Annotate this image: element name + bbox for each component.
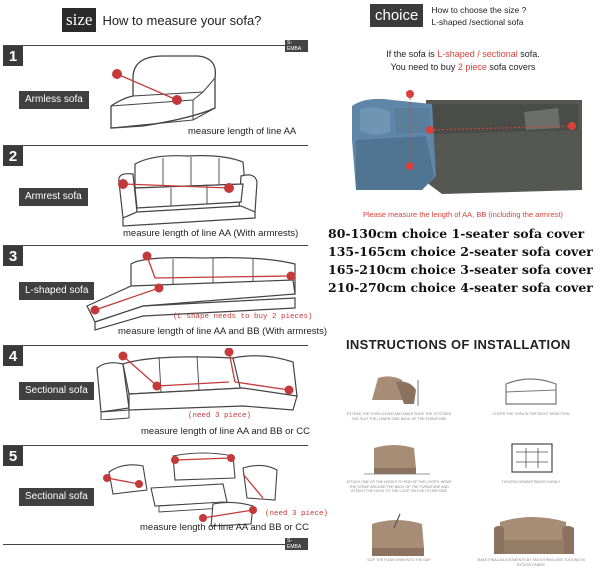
panel-armrest: 2 Armrest sofa measure length of line AA… [3,145,308,243]
size-option-3: 165-210cm choice 3-seater sofa cover [328,262,593,277]
panel-sectional-5: 5 Sectional sofa (need 3 piece) measure … [3,445,328,550]
point-b-marker [152,381,162,391]
step-text: EXTEND THE SOFA COVER AND MAKE SURE THE … [346,412,452,421]
step-text: COVER THE SOFA IN THE RIGHT DIRECTION [492,412,570,416]
panel-number: 5 [3,446,23,466]
size-option-1: 80-130cm choice 1-seater sofa cover [328,226,585,241]
point-a-marker [172,95,182,105]
sofa-type-label: Sectional sofa [19,488,94,506]
panel-note: (L shape needs to buy 2 pieces) [173,313,313,321]
panel-caption: measure length of line AA and BB or CC [141,426,310,437]
choice-line-2: L-shaped /sectional sofa [431,17,524,27]
point-a-marker [90,305,100,315]
point-c-marker [284,385,294,395]
step-text: SLIP THE FOAM SHIM INTO THE GAP [367,558,431,562]
step-illustration [494,517,574,554]
install-step-6: MAKE FINAL ADJUSTMENTS BY SMOOTHING AND … [476,508,586,574]
sofa-type-label: Armless sofa [19,91,89,109]
armless-sofa-illustration [110,55,217,129]
choice-header: choice How to choose the size ? L-shaped… [370,4,526,28]
size-option-2: 135-165cm choice 2-seater sofa cover [328,244,593,259]
choice-line-1: How to choose the size ? [431,5,527,15]
measure-instruction: Please measure the length of AA, BB (inc… [362,210,564,219]
install-step-4: TIGHTEN DRAWSTRINGS EVENLY [476,438,586,500]
panel-note: (need 3 piece) [265,510,329,518]
point-a-marker [118,351,128,361]
step-illustration [364,445,430,475]
install-step-1: EXTEND THE SOFA COVER AND MAKE SURE THE … [344,370,454,432]
point-b-marker [286,271,296,281]
step-text: MAKE FINAL ADJUSTMENTS BY SMOOTHING AND … [477,558,585,567]
choice-subtitle: How to choose the size ? L-shaped /secti… [431,4,526,28]
note-highlight: L-shaped / sectional [437,49,518,59]
sectional-sofa-illustration [96,348,298,420]
panel-caption: measure length of line AA and BB (With a… [118,326,328,337]
panel-armless: 1 S-EMBA Armless sofa measure length of … [3,40,308,143]
size-option-4: 210-270cm choice 4-seater sofa cover [328,280,593,295]
panel-sectional-4: 4 Sectional sofa (need 3 piece) measure … [3,345,310,443]
step-illustration [511,443,553,473]
point-a-marker [406,90,414,98]
panel-caption: measure length of line AA and BB or CC [140,522,309,533]
choice-guide: choice How to choose the size ? L-shaped… [326,0,600,581]
measure-guide: size How to measure your sofa? 1 S-EMBA … [3,8,328,550]
panel-l-shaped: 3 L-shaped sofa (L shape needs to buy 2 … [3,245,327,343]
panel-number: 2 [3,146,23,166]
measure-title: How to measure your sofa? [102,12,262,28]
note-highlight: 2 piece [457,62,487,72]
measure-header: size How to measure your sofa? [62,8,261,32]
point-a-marker [103,474,111,482]
step-illustration [372,376,419,406]
point-b-marker [227,454,235,462]
step-illustration [505,378,557,405]
l-shaped-sofa-photo [352,90,582,194]
l-shaped-note: If the sofa is L-shaped / sectional sofa… [326,48,600,74]
brand-tag: S-EMBA [285,538,308,550]
install-step-5: SLIP THE FOAM SHIM INTO THE GAP [344,508,454,574]
sofa-type-label: Armrest sofa [19,188,88,206]
note-text: You need to buy [390,62,458,72]
panel-number: 1 [3,46,23,66]
panel-caption: measure length of line AA (With armrests… [123,228,299,239]
point-c-marker [249,506,257,514]
install-step-2: COVER THE SOFA IN THE RIGHT DIRECTION [476,370,586,432]
panel-note: (need 3 piece) [188,412,252,420]
point-b-marker [154,283,164,293]
panel-number: 4 [3,346,23,366]
point-b-marker [171,456,179,464]
panel-caption: measure length of line AA [188,126,297,137]
step-illustration [372,513,424,556]
point-c-marker [224,348,234,357]
install-step-3: ATTACH ONE OF THE HOOKS TO END OF THE LO… [344,438,454,500]
sectional-set-illustration [103,452,278,527]
point-a-marker [224,183,234,193]
step-text: TIGHTEN DRAWSTRINGS EVENLY [501,480,561,484]
instructions-title: INSTRUCTIONS OF INSTALLATION [346,337,571,352]
brand-tag: S-EMBA [285,40,308,52]
point-b-marker [426,126,434,134]
choice-title-box: choice [370,4,424,27]
point-a-marker [142,251,152,261]
point-a-marker [135,480,143,488]
armrest-sofa-illustration [118,155,258,227]
panel-number: 3 [3,246,23,266]
point-a-marker [118,179,128,189]
sofa-type-label: L-shaped sofa [19,282,95,300]
note-text: sofa. [517,49,540,59]
l-shaped-sofa-illustration [86,251,296,331]
point-a-marker [406,162,414,170]
point-b-marker [568,122,576,130]
point-c-marker [199,514,207,522]
sofa-type-label: Sectional sofa [19,382,94,400]
size-title-box: size [62,8,97,32]
point-a-marker [112,69,122,79]
note-text: sofa covers [486,62,536,72]
note-text: If the sofa is [386,49,438,59]
step-text: ATTACH ONE OF THE HOOKS TO END OF THE LO… [346,480,452,494]
